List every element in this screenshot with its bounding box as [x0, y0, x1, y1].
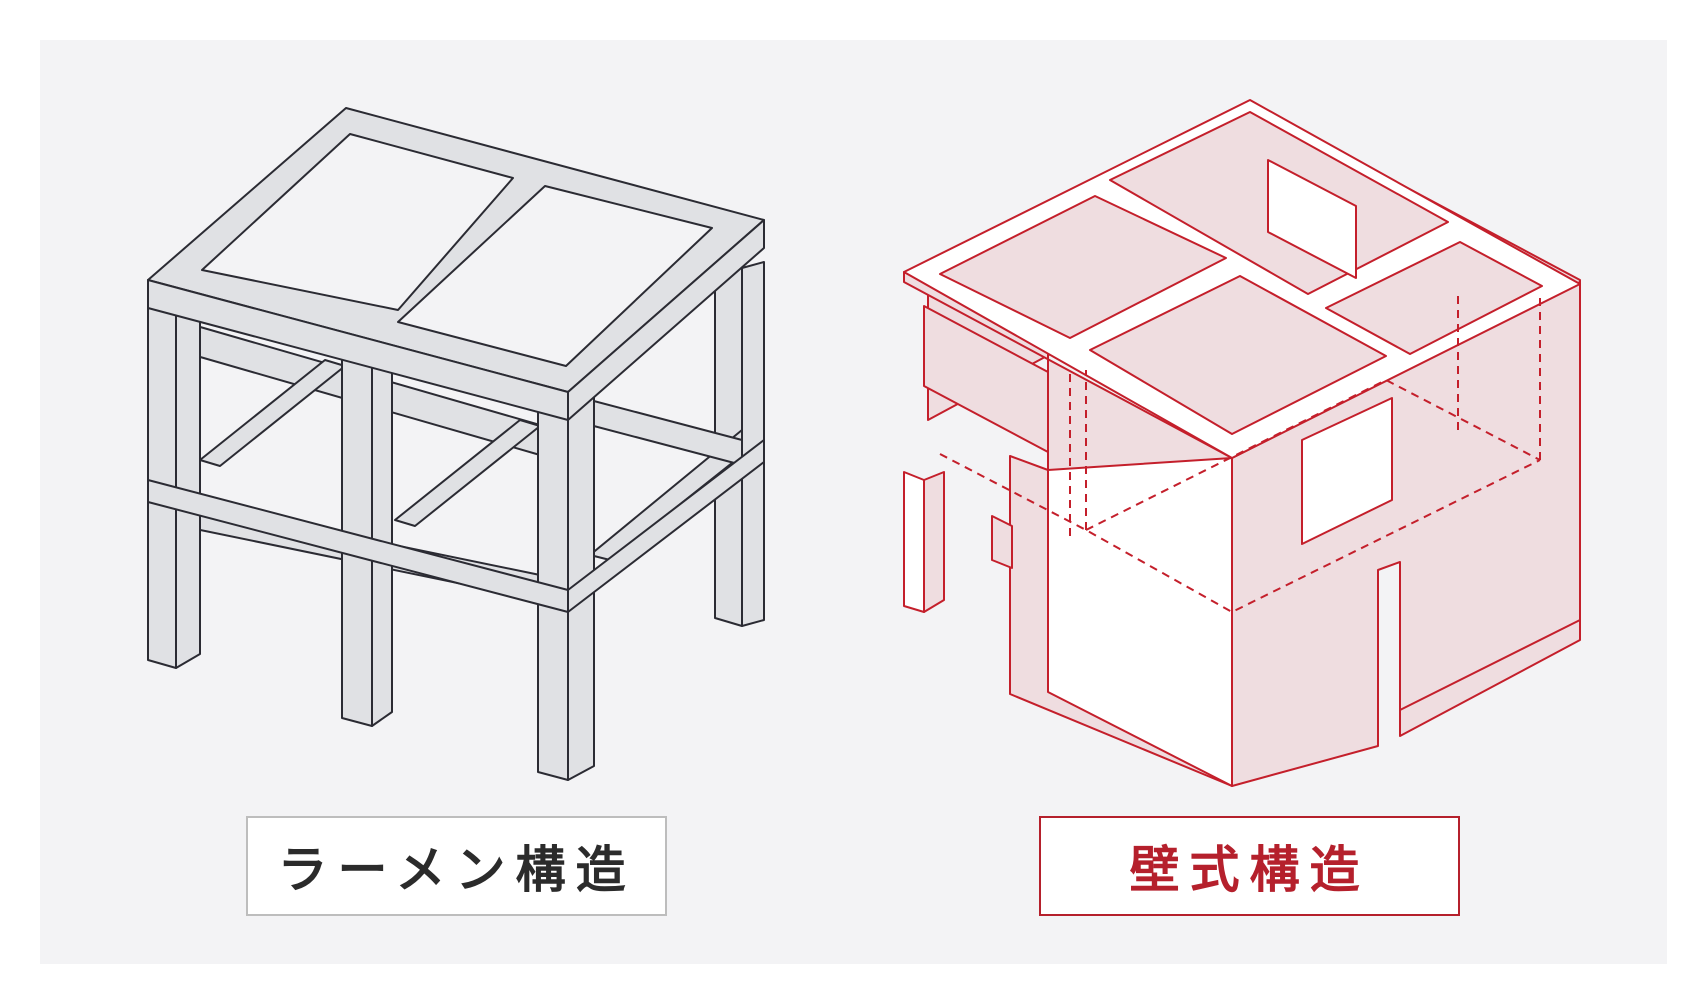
rahmen-column [175, 281, 201, 669]
wall-left-leg [903, 471, 925, 613]
wall-right-face [1231, 281, 1581, 787]
rahmen-column [371, 339, 393, 727]
wall-structure-diagram [903, 99, 1581, 787]
rahmen-mid-beam [567, 439, 765, 613]
wall-structure-label-text: 壁式構造 [1129, 840, 1370, 899]
rahmen-structure-label-text: ラーメン構造 [277, 840, 636, 899]
rahmen-structure-label: ラーメン構造 [246, 816, 667, 916]
rahmen-column [741, 261, 765, 627]
wall-top-opening [1325, 241, 1543, 355]
wall-structure-label: 壁式構造 [1039, 816, 1460, 916]
rahmen-floor-beam [394, 419, 541, 527]
wall-top-opening [939, 195, 1227, 339]
wall-front-face [1047, 457, 1233, 787]
wall-top-opening [1089, 275, 1387, 435]
rahmen-top-frame-opening [397, 185, 713, 367]
wall-window [923, 305, 1049, 453]
wall-left-leg [923, 471, 945, 613]
wall-inner-leg [991, 515, 1013, 569]
rahmen-frame-diagram [147, 107, 765, 781]
wall-window [1267, 159, 1357, 279]
rahmen-column [147, 279, 177, 669]
wall-hidden-lines [939, 296, 1541, 613]
rahmen-top-frame-opening [201, 133, 514, 311]
wall-window [1301, 397, 1393, 545]
rahmen-top-edge [567, 219, 765, 421]
